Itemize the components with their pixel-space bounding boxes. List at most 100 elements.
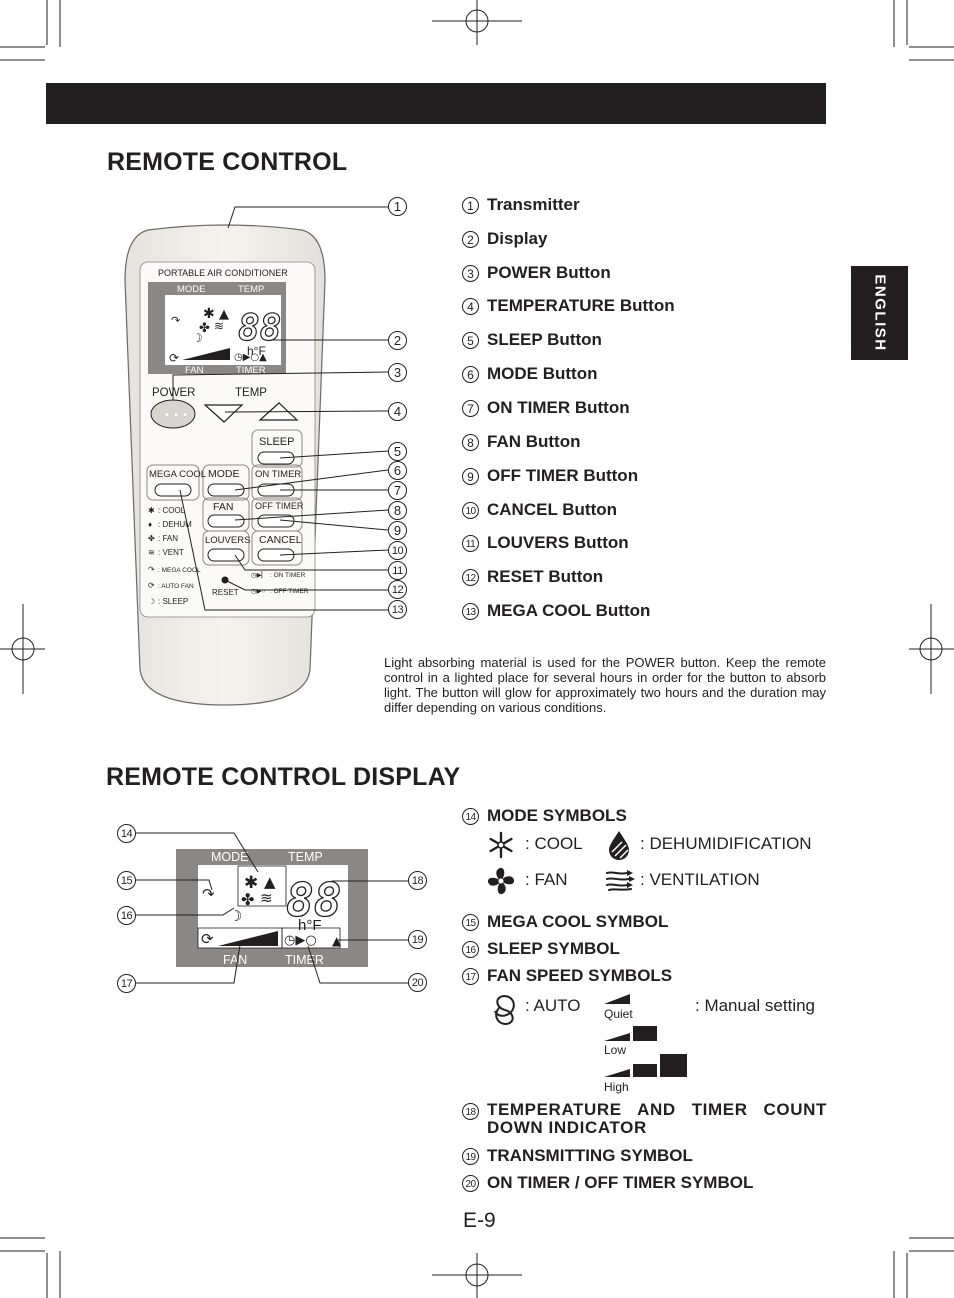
remote-display-fan: FAN	[185, 365, 204, 376]
svg-text:≋: ≋	[214, 319, 224, 333]
svg-text:↷: ↷	[148, 565, 155, 574]
display-unit: h°F	[298, 917, 322, 934]
callout-17: 17	[117, 974, 136, 993]
svg-text:▲: ▲	[332, 934, 342, 948]
ventilation-label: : VENTILATION	[640, 870, 760, 889]
callout-14: 14	[117, 824, 136, 843]
svg-text:☽: ☽	[229, 907, 242, 925]
display-fan-label: FAN	[223, 953, 247, 967]
svg-text:◷▶○▲: ◷▶○▲	[234, 352, 267, 363]
callout-20: 20	[408, 973, 427, 992]
power-button-note: Light absorbing material is used for the…	[384, 655, 826, 715]
callout-6: 6	[388, 461, 407, 480]
remote-legend-mega: : MEGA COOL	[158, 567, 201, 574]
callout-1: 1	[388, 197, 407, 216]
svg-text:◷▶○: ◷▶○	[251, 588, 266, 595]
remote-temp-label: TEMP	[235, 387, 267, 399]
auto-fan-icon	[494, 994, 515, 1026]
remote-fan-label: FAN	[213, 501, 233, 513]
callout-5: 5	[388, 442, 407, 461]
display-temp-label: TEMP	[288, 850, 323, 864]
svg-text:↷: ↷	[171, 314, 180, 327]
remote-ontimer-label: ON TIMER	[255, 469, 301, 480]
high-label: High	[604, 1080, 629, 1094]
remote-display-digits: 88	[238, 308, 281, 349]
display-illustration: MODE TEMP FAN TIMER ✱ ▲ ✤ ≋ 88 h°F ↷ ☽ ⟳…	[136, 832, 410, 984]
remote-legend-ontimer: : ON TIMER	[270, 572, 306, 579]
dehumidification-icon	[609, 831, 629, 860]
remote-cancel-label: CANCEL	[259, 534, 302, 546]
remote-power-label: POWER	[152, 387, 195, 399]
callout-2: 2	[388, 331, 407, 350]
svg-text:• • •: • • •	[164, 410, 188, 421]
callout-4: 4	[388, 402, 407, 421]
svg-text:✱: ✱	[244, 873, 258, 893]
callout-18: 18	[408, 871, 427, 890]
svg-text:⟳: ⟳	[148, 581, 155, 590]
svg-text:≋: ≋	[260, 889, 273, 907]
auto-label: : AUTO	[525, 996, 581, 1015]
svg-text:✱: ✱	[203, 306, 215, 322]
language-tab: ENGLISH	[851, 266, 908, 360]
remote-display-mode: MODE	[177, 284, 206, 295]
cool-icon	[489, 831, 513, 859]
remote-legend-offtimer: : OFF TIMER	[270, 588, 309, 595]
remote-megacool-label: MEGA COOL	[149, 469, 206, 480]
header-bar	[46, 83, 826, 124]
svg-text:✤: ✤	[148, 534, 155, 543]
remote-offtimer-label: OFF TIMER	[255, 501, 304, 511]
callout-7: 7	[388, 481, 407, 500]
svg-text:☽: ☽	[192, 331, 203, 345]
remote-reset-label: RESET	[212, 588, 239, 597]
callout-15: 15	[117, 871, 136, 890]
manual-setting-label: : Manual setting	[695, 996, 816, 1015]
callout-19: 19	[408, 930, 427, 949]
svg-text:▲: ▲	[264, 873, 276, 891]
remote-legend-fan: : FAN	[158, 534, 178, 543]
callout-13: 13	[388, 600, 407, 619]
section-title-remote-display: REMOTE CONTROL DISPLAY	[106, 763, 461, 791]
callout-3: 3	[388, 363, 407, 382]
svg-text:✤: ✤	[199, 321, 210, 336]
section-title-remote-control: REMOTE CONTROL	[107, 148, 348, 176]
remote-display-unit: h°F	[247, 344, 266, 358]
fan-icon	[487, 867, 515, 895]
remote-legend-vent: : VENT	[158, 548, 184, 557]
remote-brand-label: PORTABLE AIR CONDITIONER	[158, 268, 288, 278]
svg-text:✱: ✱	[148, 506, 155, 515]
display-digits: 88	[286, 873, 341, 927]
svg-text:↷: ↷	[202, 885, 215, 903]
remote-control-illustration: PORTABLE AIR CONDITIONER MODE TEMP FAN T…	[124, 206, 389, 706]
svg-text:☽: ☽	[148, 597, 155, 606]
svg-text:≋: ≋	[148, 548, 155, 557]
remote-sleep-label: SLEEP	[259, 436, 294, 448]
callout-9: 9	[388, 521, 407, 540]
svg-text:◷▶▏: ◷▶▏	[251, 570, 267, 579]
quiet-label: Quiet	[604, 1007, 633, 1021]
remote-legend-auto: : AUTO FAN	[158, 583, 194, 590]
svg-text:✤: ✤	[241, 890, 254, 909]
remote-display-timer: TIMER	[236, 365, 266, 376]
page-number: E-9	[463, 1209, 496, 1232]
legend-item: 18 TEMPERATURE AND TIMER COUNT DOWN INDI…	[462, 1101, 827, 1137]
callout-10: 10	[388, 541, 407, 560]
remote-louvers-label: LOUVERS	[205, 535, 250, 546]
svg-text:⟳: ⟳	[169, 351, 179, 365]
svg-text:◷▶○: ◷▶○	[284, 933, 317, 948]
ventilation-icon	[606, 870, 635, 891]
